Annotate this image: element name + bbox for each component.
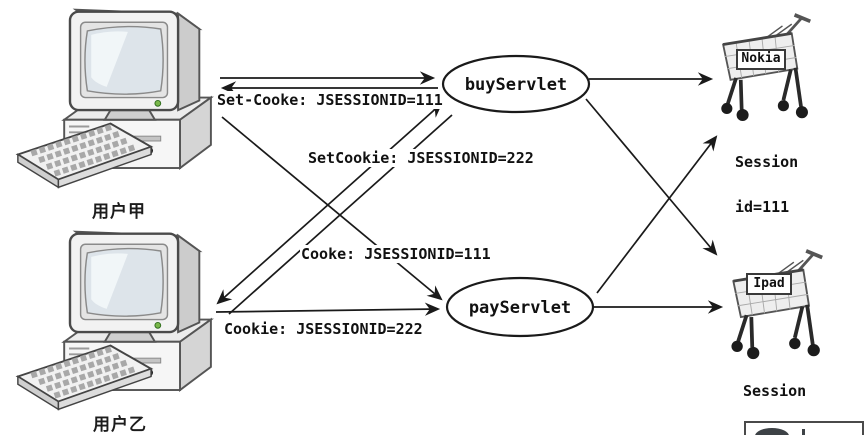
user-b-label: 用户乙 <box>93 415 147 435</box>
payservlet-oval <box>445 276 595 338</box>
watermark-ellipse <box>755 428 789 435</box>
payservlet-label: payServlet <box>468 298 572 318</box>
msg-cookie-222: Cookie: JSESSIONID=222 <box>223 320 424 338</box>
ipad-cart-label: Ipad <box>746 273 792 295</box>
ipad-cart-icon <box>722 249 826 365</box>
arrow-userb-to-payservlet <box>215 302 441 316</box>
nokia-cart-label: Nokia <box>736 49 786 70</box>
buyservlet-oval <box>441 54 591 114</box>
watermark-tick <box>802 429 805 435</box>
arrows <box>215 71 724 316</box>
user-b-computer-icon <box>14 224 236 435</box>
buyservlet-label: buyServlet <box>464 75 568 95</box>
nokia-session-text: Session id=111 <box>735 153 799 216</box>
arrow-userb-buyservlet-exchange <box>216 102 443 305</box>
msg-set-cookie-222: SetCookie: JSESSIONID=222 <box>307 149 535 167</box>
msg-set-cooke-111: Set-Cooke: JSESSIONID=111 <box>216 91 444 109</box>
arrow-usera-to-payservlet <box>221 116 443 301</box>
user-a-computer-icon <box>14 2 236 214</box>
watermark-logo <box>744 421 864 435</box>
arrow-buyservlet-to-ipad-cart <box>585 98 718 256</box>
user-a-label: 用户甲 <box>92 202 146 222</box>
msg-cooke-111: Cooke: JSESSIONID=111 <box>300 245 492 263</box>
arrow-payservlet-to-nokia-cart <box>596 135 718 294</box>
